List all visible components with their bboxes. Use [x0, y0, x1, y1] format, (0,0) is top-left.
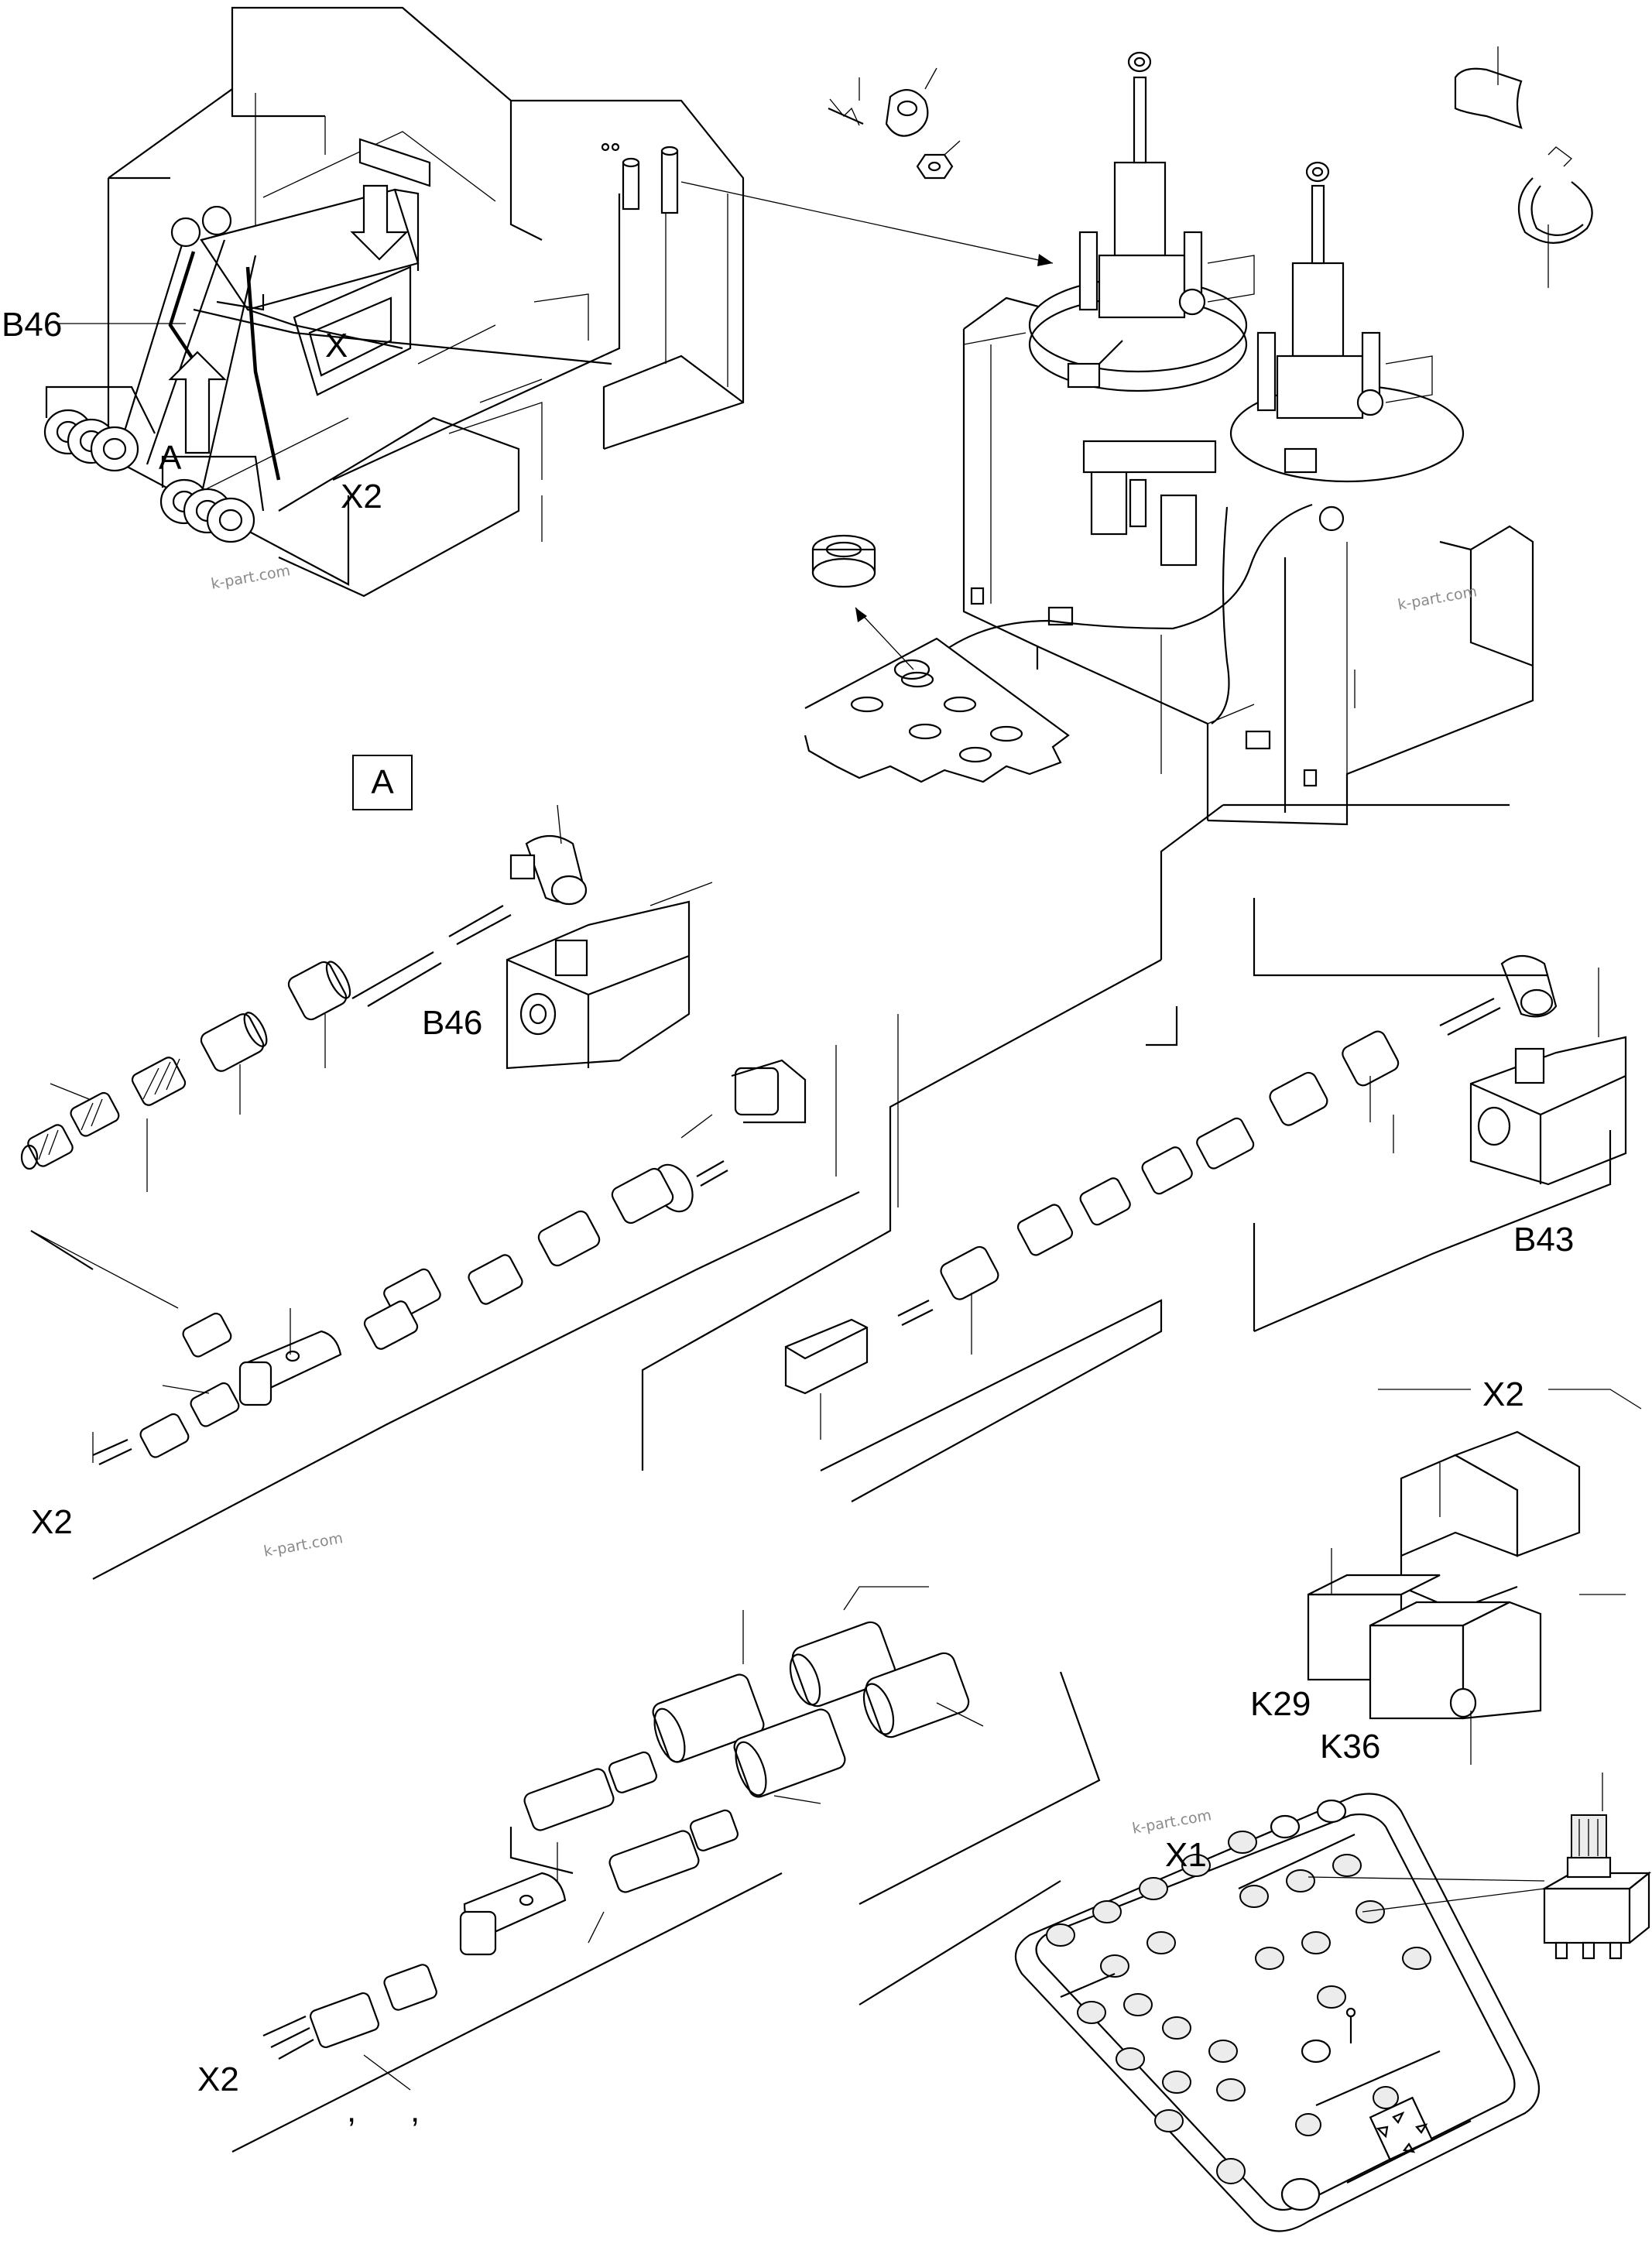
middle-connector-chain: [363, 1014, 899, 1350]
arrow-a-up: [168, 351, 227, 454]
tag-frame: [358, 138, 431, 187]
pivot-group-left: [43, 385, 156, 472]
relay-block: [1307, 1389, 1642, 1765]
label-b46-detail: B46: [422, 1004, 483, 1042]
t-piece-chain: [30, 1191, 860, 1580]
rotary-switch: [1308, 1773, 1652, 1960]
label-x2-left: X2: [31, 1503, 73, 1541]
label-b46-top: B46: [2, 306, 63, 344]
b46-connector-chain: [20, 804, 713, 1192]
panel-knobs: [1046, 1799, 1431, 2211]
arrow-x-down: [350, 184, 409, 261]
hydraulic-tank: [932, 51, 1534, 826]
label-x2-top: X2: [341, 478, 382, 516]
arrow-keypad: [1369, 2096, 1434, 2161]
x1-control-panel: [1014, 1773, 1652, 2232]
b46-spring-3: [27, 1124, 74, 1167]
b46-nut: [287, 961, 351, 1021]
bolt-clamp-parts: [828, 67, 961, 180]
b46-spring-2: [70, 1091, 120, 1137]
label-x2-bottom: X2: [197, 2060, 239, 2098]
label-a-box: A: [352, 755, 413, 810]
bottom-connector-chain: [231, 1586, 1101, 2153]
grommet-plate: [804, 332, 1070, 783]
label-comma-2: ,: [410, 2091, 420, 2129]
b43-connector-chain: [641, 803, 1627, 1502]
label-k29: K29: [1250, 1685, 1311, 1723]
label-k36: K36: [1320, 1728, 1381, 1766]
label-a-top: A: [159, 439, 182, 477]
pivot-group-right: [159, 455, 265, 543]
b46-spring-1: [131, 1057, 187, 1106]
label-b43: B43: [1513, 1221, 1575, 1259]
machine-body: [43, 6, 1054, 598]
label-x-top: X: [325, 327, 348, 365]
label-x2-right: X2: [1482, 1375, 1524, 1413]
label-x1: X1: [1165, 1836, 1207, 1874]
label-comma-1: ,: [347, 2091, 357, 2129]
tube-and-cable-tie: [1454, 46, 1593, 288]
b46-sleeve: [200, 1012, 268, 1072]
